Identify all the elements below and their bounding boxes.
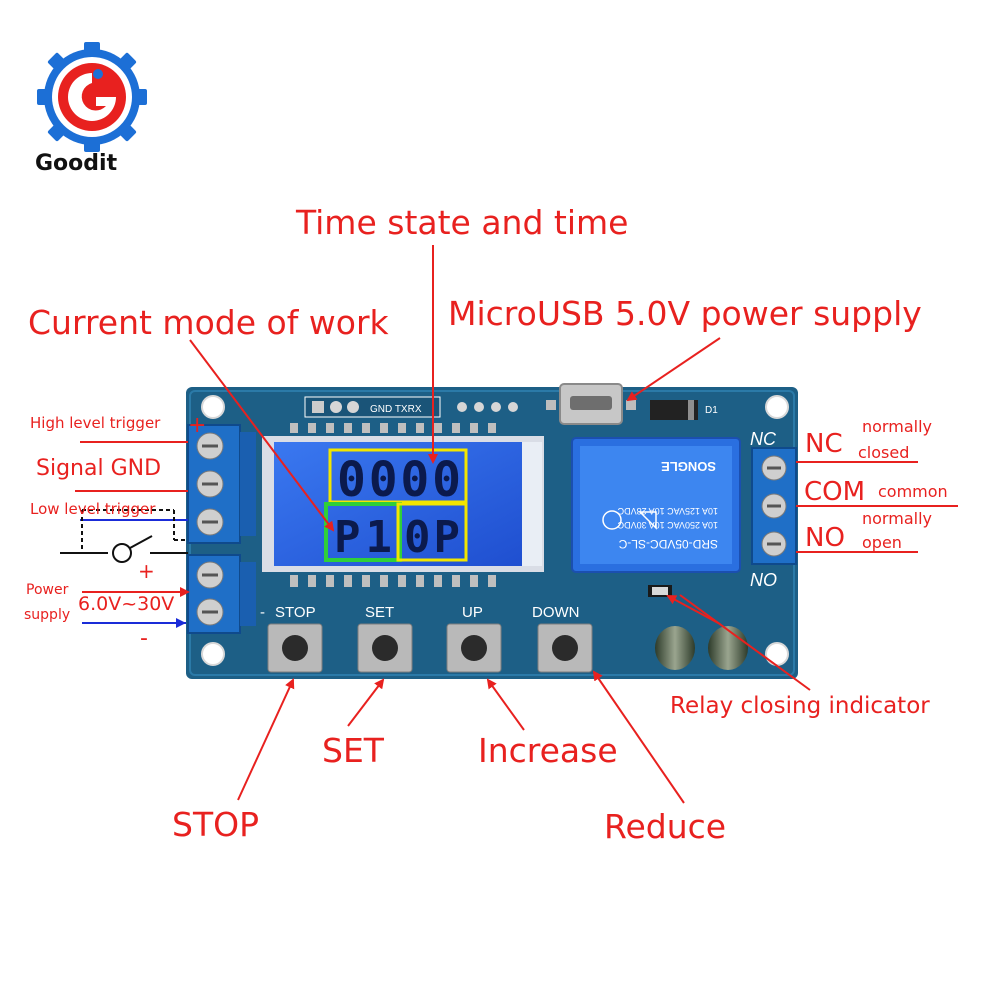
d1-label: D1	[705, 405, 718, 416]
increase-label: Increase	[478, 731, 618, 770]
state-highlight-box	[396, 502, 468, 562]
up-button[interactable]	[446, 623, 502, 673]
micro-usb-connector	[546, 383, 636, 425]
current-mode-arrow	[189, 339, 335, 532]
power-terminal-block	[187, 554, 256, 634]
voltage-range-label: 6.0V~30V	[78, 593, 174, 615]
signal-gnd-label: Signal GND	[36, 456, 161, 481]
reduce-label: Reduce	[604, 807, 726, 846]
no-label: NO	[805, 523, 845, 553]
current-mode-label: Current mode of work	[28, 303, 390, 342]
set-button[interactable]	[357, 623, 413, 673]
gear-icon	[37, 42, 147, 152]
power-minus-label: -	[140, 626, 148, 651]
relay-indicator-led	[648, 585, 672, 597]
relay-indicator-arrow	[666, 595, 721, 625]
stop-silk-label: STOP	[275, 604, 316, 621]
left-wiring	[60, 441, 190, 628]
relay-module-board: GND TXRX D1	[186, 383, 798, 679]
relay-model: SRD-05VDC-SL-C	[618, 537, 718, 551]
no-silk-label: NO	[750, 570, 777, 590]
stop-arrow	[237, 678, 295, 801]
relay-component: SRD-05VDC-SL-C 10A 250VAC 10A 30VDC 10A …	[571, 437, 741, 573]
power-label-line2: supply	[24, 607, 70, 623]
power-supply-label: MicroUSB 5.0V power supply	[448, 294, 922, 333]
header-label: GND TXRX	[370, 404, 422, 415]
input-terminal-block	[187, 424, 256, 544]
com-desc: common	[878, 482, 948, 501]
stop-button[interactable]	[267, 623, 323, 673]
no-desc-2: open	[862, 533, 902, 552]
relay-rating-1: 10A 250VAC 10A 30VDC	[617, 520, 718, 530]
switch-plus-label: +	[138, 559, 155, 583]
brand-logo: Goodit	[35, 42, 147, 176]
relay-rating-2: 10A 125VAC 10A 28VDC	[617, 506, 718, 516]
increase-arrow	[486, 678, 525, 731]
relay-indicator-label: Relay closing indicator	[670, 693, 930, 719]
lcd-pins	[290, 423, 496, 587]
mounting-holes	[201, 395, 789, 666]
nc-label: NC	[805, 429, 843, 459]
power-supply-arrow	[626, 337, 721, 402]
minus-silk-label: -	[260, 604, 265, 621]
high-trigger-label: High level trigger	[30, 414, 161, 432]
stop-label: STOP	[172, 805, 259, 844]
serial-header: GND TXRX	[304, 396, 518, 418]
diode-d1: D1	[650, 400, 718, 420]
up-silk-label: UP	[462, 604, 483, 621]
relay-brand: SONGLE	[661, 459, 716, 474]
mode-highlight-box	[324, 502, 402, 562]
nc-silk-label: NC	[750, 429, 777, 449]
reduce-arrow	[592, 670, 685, 804]
set-arrow	[347, 678, 385, 727]
set-label: SET	[322, 731, 385, 770]
nc-desc-2: closed	[858, 443, 909, 462]
down-button[interactable]	[537, 623, 593, 673]
relay-wiring-lines	[796, 461, 958, 553]
brand-name: Goodit	[35, 151, 118, 176]
lcd-display: 0000 P1 0P	[262, 436, 544, 572]
no-desc-1: normally	[862, 509, 932, 528]
down-silk-label: DOWN	[532, 604, 580, 621]
nc-desc-1: normally	[862, 417, 932, 436]
relay-indicator-arrow-line	[679, 594, 811, 691]
relay-terminal-block: NC NO	[750, 429, 797, 590]
high-trigger-plus: +	[188, 413, 206, 438]
time-state-label: Time state and time	[295, 203, 628, 242]
low-trigger-label: Low level trigger	[30, 500, 156, 518]
com-label: COM	[804, 477, 865, 507]
power-label-line1: Power	[26, 582, 69, 598]
set-silk-label: SET	[365, 604, 394, 621]
